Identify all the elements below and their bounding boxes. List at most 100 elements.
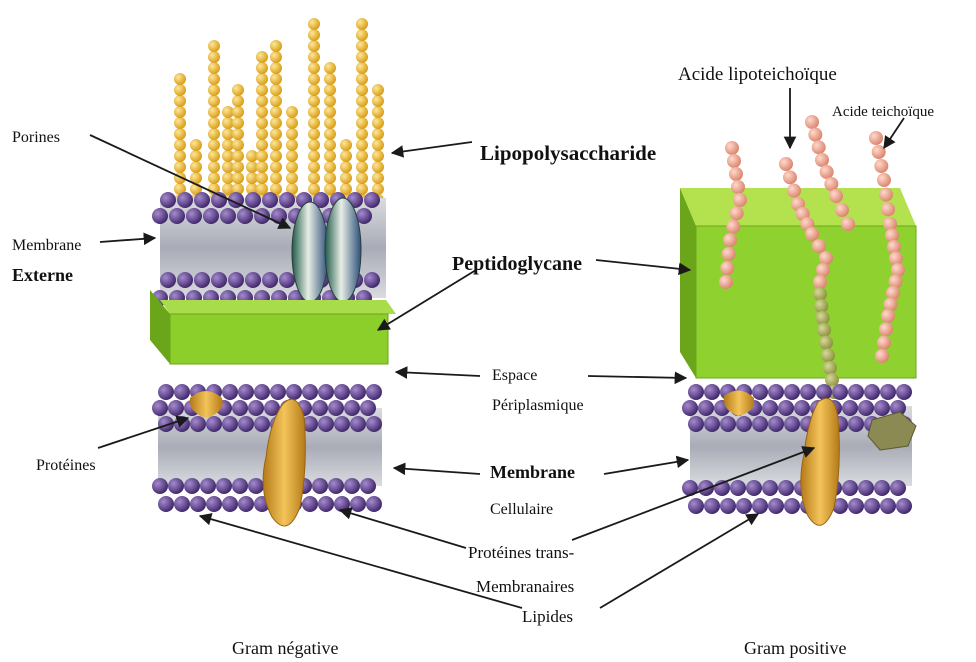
teichoic-bead bbox=[723, 233, 737, 247]
lps-bead bbox=[232, 139, 244, 151]
lps-bead bbox=[270, 128, 282, 140]
lps-bead bbox=[232, 128, 244, 140]
phospholipid-head bbox=[334, 384, 350, 400]
phospholipid-head bbox=[344, 478, 360, 494]
phospholipid-head bbox=[784, 416, 800, 432]
label-membrane-externe-2: Externe bbox=[12, 265, 73, 285]
phospholipid-head bbox=[174, 496, 190, 512]
phospholipid-head bbox=[279, 272, 295, 288]
gram-negative-cell-membrane bbox=[152, 384, 382, 526]
lps-bead bbox=[208, 106, 220, 118]
teichoic-bead bbox=[805, 115, 819, 129]
lps-bead bbox=[270, 161, 282, 173]
lipopolysaccharide-chains bbox=[174, 18, 384, 206]
phospholipid-head bbox=[784, 384, 800, 400]
label-lipopolysaccharide: Lipopolysaccharide bbox=[480, 141, 656, 165]
phospholipid-head bbox=[360, 478, 376, 494]
lps-bead bbox=[208, 150, 220, 162]
teichoic-bead bbox=[733, 193, 747, 207]
phospholipid-head bbox=[186, 208, 202, 224]
phospholipid-head bbox=[704, 416, 720, 432]
teichoic-bead bbox=[725, 141, 739, 155]
teichoic-bead bbox=[813, 275, 827, 289]
phospholipid-head bbox=[896, 498, 912, 514]
lps-bead bbox=[174, 84, 186, 96]
phospholipid-head bbox=[194, 272, 210, 288]
lps-bead bbox=[324, 84, 336, 96]
phospholipid-head bbox=[254, 384, 270, 400]
lps-bead bbox=[356, 73, 368, 85]
lps-bead bbox=[340, 172, 352, 184]
lps-bead bbox=[340, 150, 352, 162]
phospholipid-head bbox=[864, 384, 880, 400]
lps-bead bbox=[308, 84, 320, 96]
teichoic-bead bbox=[817, 323, 831, 337]
teichoic-bead bbox=[727, 154, 741, 168]
phospholipid-head bbox=[858, 400, 874, 416]
gram-negative-peptidoglycan bbox=[150, 290, 396, 364]
lps-bead bbox=[356, 161, 368, 173]
phospholipid-head bbox=[222, 416, 238, 432]
phospholipid-head bbox=[816, 384, 832, 400]
phospholipid-head bbox=[238, 496, 254, 512]
phospholipid-head bbox=[334, 496, 350, 512]
phospholipid-head bbox=[245, 272, 261, 288]
lps-bead bbox=[232, 106, 244, 118]
lps-bead bbox=[256, 73, 268, 85]
lps-bead bbox=[256, 172, 268, 184]
teichoic-bead bbox=[815, 153, 829, 167]
lps-bead bbox=[256, 150, 268, 162]
teichoic-bead bbox=[881, 309, 895, 323]
phospholipid-head bbox=[784, 498, 800, 514]
phospholipid-head bbox=[222, 496, 238, 512]
lps-bead bbox=[324, 62, 336, 74]
lps-bead bbox=[256, 84, 268, 96]
phospholipid-head bbox=[800, 384, 816, 400]
phospholipid-head bbox=[688, 384, 704, 400]
phospholipid-head bbox=[158, 384, 174, 400]
phospholipid-head bbox=[688, 416, 704, 432]
phospholipid-head bbox=[778, 400, 794, 416]
phospholipid-head bbox=[896, 384, 912, 400]
phospholipid-head bbox=[698, 480, 714, 496]
teichoic-bead bbox=[879, 322, 893, 336]
lps-bead bbox=[256, 62, 268, 74]
phospholipid-head bbox=[254, 416, 270, 432]
lps-bead bbox=[372, 84, 384, 96]
phospholipid-head bbox=[366, 384, 382, 400]
teichoic-bead bbox=[805, 227, 819, 241]
label-espace-1: Espace bbox=[492, 367, 537, 384]
phospholipid-head bbox=[203, 208, 219, 224]
lps-bead bbox=[174, 139, 186, 151]
phospholipid-head bbox=[366, 496, 382, 512]
lps-bead bbox=[356, 29, 368, 41]
lps-bead bbox=[286, 139, 298, 151]
lps-bead bbox=[308, 172, 320, 184]
phospholipid-head bbox=[222, 384, 238, 400]
lps-bead bbox=[356, 150, 368, 162]
phospholipid-head bbox=[890, 480, 906, 496]
teichoic-bead bbox=[823, 361, 837, 375]
lps-bead bbox=[286, 161, 298, 173]
phospholipid-head bbox=[350, 416, 366, 432]
teichoic-bead bbox=[726, 220, 740, 234]
lps-bead bbox=[324, 161, 336, 173]
lps-bead bbox=[270, 95, 282, 107]
lps-bead bbox=[256, 106, 268, 118]
teichoic-bead bbox=[729, 167, 743, 181]
lps-bead bbox=[308, 40, 320, 52]
teichoic-bead bbox=[819, 251, 833, 265]
lps-bead bbox=[208, 40, 220, 52]
label-membrane-cellulaire-1: Membrane bbox=[490, 462, 575, 482]
teichoic-bead bbox=[884, 298, 898, 312]
lps-bead bbox=[232, 117, 244, 129]
phospholipid-head bbox=[160, 272, 176, 288]
label-membrane-externe-1: Membrane bbox=[12, 237, 81, 254]
phospholipid-head bbox=[842, 400, 858, 416]
phospholipid-head bbox=[279, 192, 295, 208]
lps-bead bbox=[372, 128, 384, 140]
phospholipid-head bbox=[262, 272, 278, 288]
arrow-peptido-pos bbox=[596, 260, 690, 270]
lps-bead bbox=[356, 139, 368, 151]
